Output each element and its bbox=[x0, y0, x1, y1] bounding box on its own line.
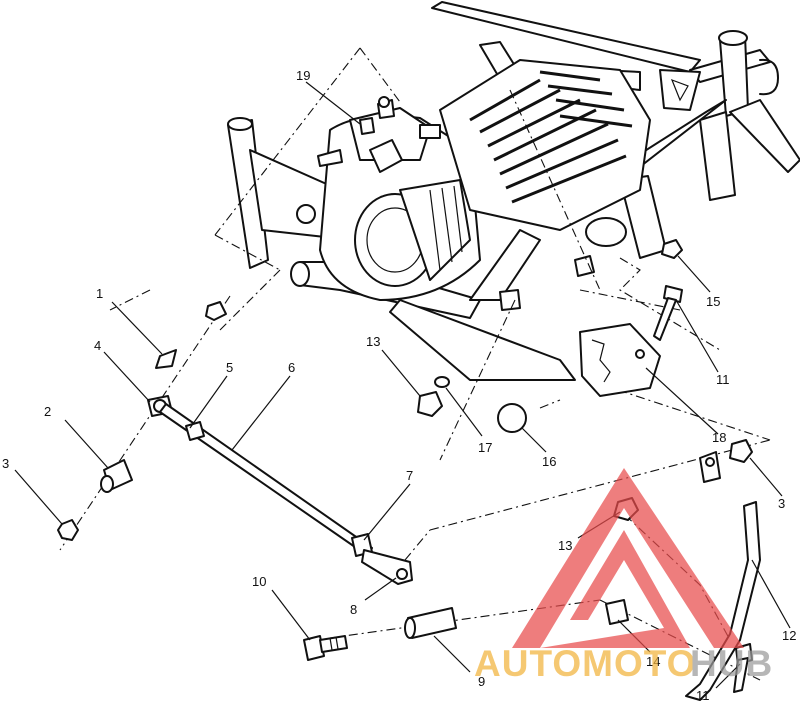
callout-11-lower: 11 bbox=[696, 688, 710, 703]
callout-2: 2 bbox=[44, 404, 51, 419]
callout-9: 9 bbox=[478, 674, 485, 689]
callout-11-upper: 11 bbox=[716, 372, 730, 387]
callout-15: 15 bbox=[706, 294, 720, 309]
callout-labels: 1 2 3 4 5 6 7 8 9 10 11 11 12 13 13 14 1… bbox=[2, 68, 796, 703]
part-3-nut-right bbox=[729, 439, 753, 463]
part-11-bolt-upper bbox=[653, 285, 683, 341]
part-2-bushing bbox=[100, 459, 133, 493]
part-19-fitting bbox=[359, 117, 375, 135]
part-16-knob bbox=[497, 403, 527, 433]
callout-5: 5 bbox=[226, 360, 233, 375]
part-8-rod-end bbox=[361, 549, 413, 585]
part-13-nut-center bbox=[417, 391, 443, 417]
callout-19: 19 bbox=[296, 68, 310, 83]
watermark-text-hub: HUB bbox=[690, 643, 773, 684]
watermark-logo: AUTOMOTO HUB bbox=[474, 468, 773, 684]
callout-10: 10 bbox=[252, 574, 266, 589]
callout-14: 14 bbox=[646, 654, 660, 669]
part-10-bolt bbox=[303, 635, 348, 661]
part-3-nut-left bbox=[57, 519, 79, 541]
watermark-triangle-outer bbox=[512, 468, 744, 648]
callout-4: 4 bbox=[94, 338, 101, 353]
part-9-spacer bbox=[404, 607, 457, 639]
callout-18: 18 bbox=[712, 430, 726, 445]
callout-16: 16 bbox=[542, 454, 556, 469]
callout-12: 12 bbox=[782, 628, 796, 643]
part-18-bracket bbox=[579, 323, 661, 397]
watermark-text-automoto: AUTOMOTO bbox=[474, 643, 696, 684]
callout-7: 7 bbox=[406, 468, 413, 483]
part-12-brake-pedal bbox=[685, 451, 761, 701]
callout-3-right: 3 bbox=[778, 496, 785, 511]
part-14-bushing bbox=[605, 599, 629, 625]
callout-3-left: 3 bbox=[2, 456, 9, 471]
watermark-triangle-inner bbox=[540, 530, 690, 648]
engine bbox=[317, 59, 651, 311]
part-nut-top bbox=[205, 301, 227, 321]
part-6-shift-rod bbox=[159, 403, 373, 557]
frame-cradle bbox=[227, 117, 667, 381]
callout-17: 17 bbox=[478, 440, 492, 455]
leader-lines bbox=[14, 81, 791, 689]
callout-13-center: 13 bbox=[366, 334, 380, 349]
part-15-nut bbox=[661, 239, 683, 259]
callout-1: 1 bbox=[96, 286, 103, 301]
callout-8: 8 bbox=[350, 602, 357, 617]
callout-13-right: 13 bbox=[558, 538, 572, 553]
callout-6: 6 bbox=[288, 360, 295, 375]
part-1-clip bbox=[155, 349, 177, 369]
part-17-washer bbox=[434, 376, 450, 388]
